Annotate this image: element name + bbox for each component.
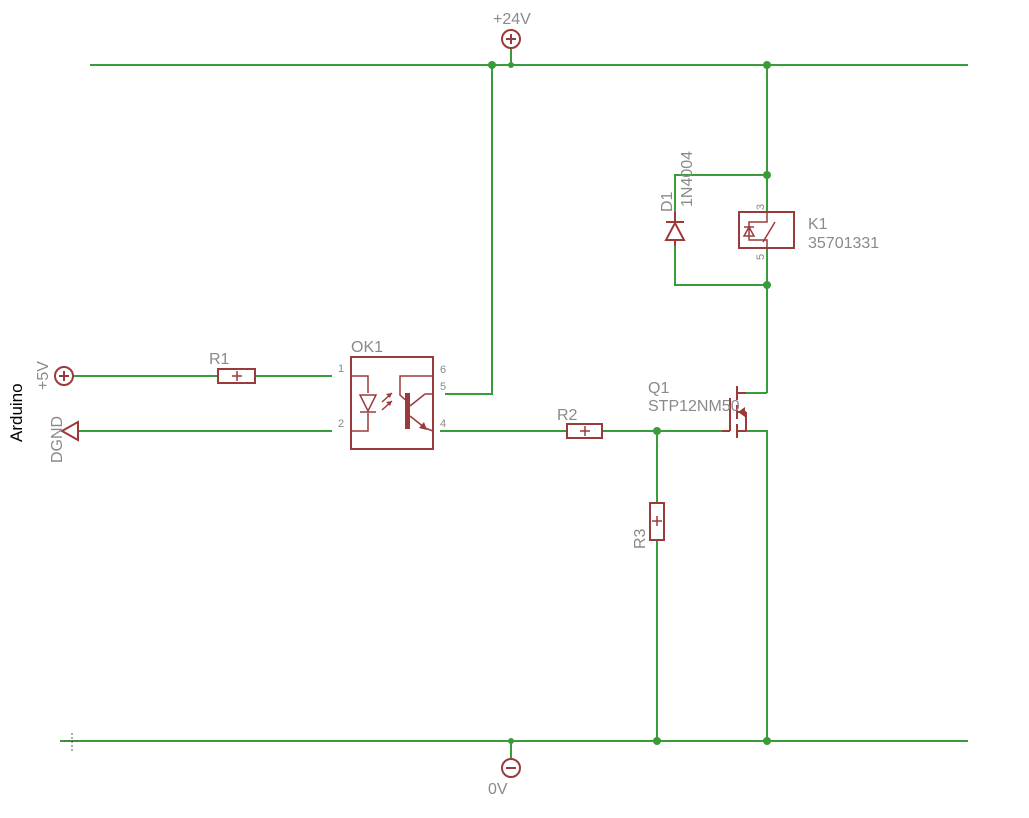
dgnd-symbol [59,420,79,442]
d1-symbol [664,212,686,246]
ok1-pin-label: 5 [440,381,446,393]
q1-value: STP12NM50 [648,398,740,415]
r2-symbol [566,423,603,439]
dgnd-label: DGND [49,416,66,463]
junction-dot [763,171,771,179]
k1-value: 35701331 [808,235,879,252]
q1-symbol [722,386,747,438]
supply-0v-label: 0V [488,781,508,798]
r1-symbol [217,368,256,384]
junctions [488,61,771,745]
k1-label: K1 [808,216,828,233]
k1-symbol [738,211,795,249]
junction-dot [508,738,514,744]
junction-dot [488,61,496,69]
wires [60,48,968,758]
supply-0v-symbol [501,758,521,778]
supply-5v-label: +5V [35,361,52,390]
ok1-pin-label: 1 [338,363,344,375]
wire-diode-bottom [674,246,767,286]
wire-source-gnd [746,430,768,741]
d1-label: D1 [659,191,676,212]
junction-dot [653,427,661,435]
q1-label: Q1 [648,380,669,397]
supply-24v-symbol [501,29,521,49]
supply-24v-label: +24V [493,11,531,28]
wire-ok1-collector [445,65,493,395]
r3-symbol [649,502,665,541]
arduino-label: Arduino [7,383,26,442]
origin-marker [64,733,80,751]
r3-label: R3 [632,528,649,549]
ok1-pin-label: 4 [440,418,446,430]
k1-pin-label: 3 [755,204,767,210]
r1-label: R1 [209,351,230,368]
k1-pin-label: 5 [755,254,767,260]
junction-dot [763,281,771,289]
ok1-pin-label: 6 [440,364,446,376]
ok1-pin-label: 2 [338,418,344,430]
junction-dot [763,61,771,69]
r2-label: R2 [557,407,578,424]
junction-dot [653,737,661,745]
junction-dot [763,737,771,745]
supply-5v-symbol [54,366,74,386]
ok1-label: OK1 [351,339,383,356]
wire-diode-top [674,174,767,212]
ok1-symbol [350,356,434,450]
d1-value: 1N4004 [679,151,696,207]
junction-dot [508,62,514,68]
